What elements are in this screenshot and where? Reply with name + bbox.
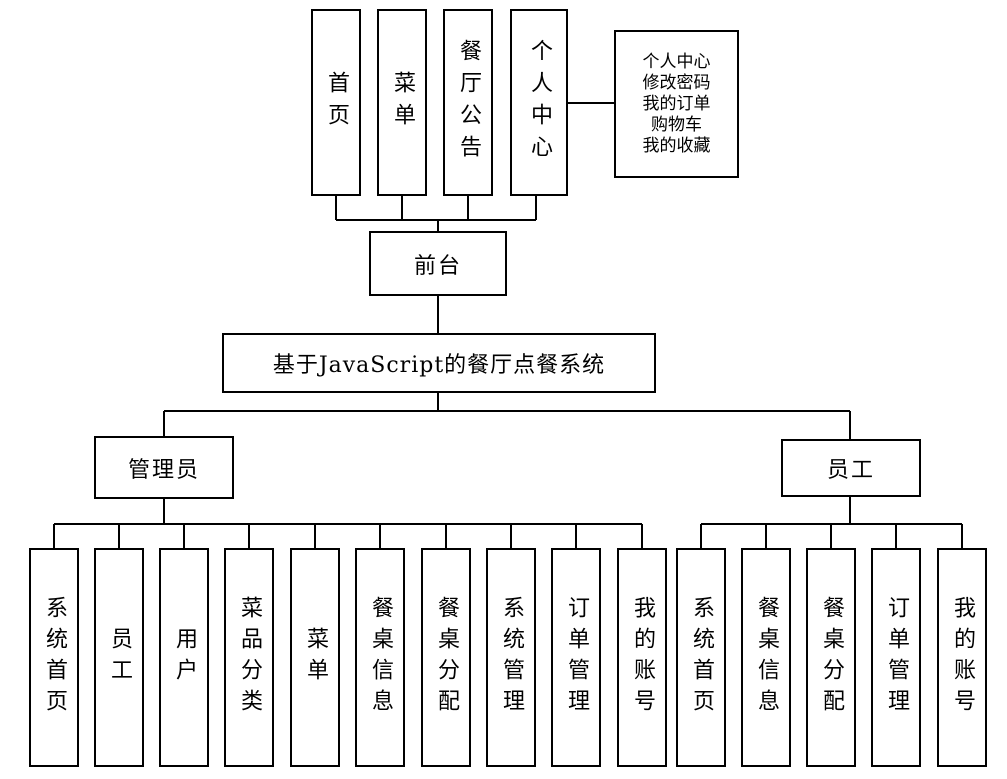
staff-module-label: 我的账号	[950, 595, 975, 720]
admin-module-system-management: 系统管理	[486, 548, 536, 767]
system-title: 基于JavaScript的餐厅点餐系统	[272, 353, 606, 378]
frontend-module-menu: 菜单	[377, 9, 427, 196]
staff-module-label: 餐桌分配	[819, 595, 844, 720]
frontend-module-label: 首页	[324, 70, 349, 135]
frontend-module-label: 菜单	[390, 70, 415, 135]
system-root-node: 基于JavaScript的餐厅点餐系统	[222, 333, 656, 393]
admin-module-table-assign: 餐桌分配	[421, 548, 471, 767]
staff-module-my-account: 我的账号	[937, 548, 987, 767]
admin-module-menu: 菜单	[290, 548, 340, 767]
frontend-module-label: 餐厅公告	[456, 38, 481, 167]
admin-module-dashboard: 系统首页	[29, 548, 79, 767]
staff-label: 员工	[826, 458, 875, 483]
admin-module-users: 用户	[159, 548, 209, 767]
staff-module-order-management: 订单管理	[871, 548, 921, 767]
admin-module-staff: 员工	[94, 548, 144, 767]
admin-module-order-management: 订单管理	[551, 548, 601, 767]
frontend-module-label: 个人中心	[527, 38, 552, 167]
staff-module-label: 餐桌信息	[754, 595, 779, 720]
admin-module-label: 菜单	[303, 626, 328, 689]
frontend-node: 前台	[369, 231, 507, 296]
staff-module-dashboard: 系统首页	[676, 548, 726, 767]
personal-center-items-box: 个人中心 修改密码 我的订单 购物车 我的收藏	[614, 30, 739, 178]
admin-module-label: 菜品分类	[237, 595, 262, 720]
admin-module-my-account: 我的账号	[617, 548, 667, 767]
staff-module-label: 订单管理	[884, 595, 909, 720]
staff-module-table-assign: 餐桌分配	[806, 548, 856, 767]
admin-module-label: 餐桌信息	[368, 595, 393, 720]
staff-node: 员工	[781, 439, 921, 497]
staff-module-label: 系统首页	[689, 595, 714, 720]
admin-module-table-info: 餐桌信息	[355, 548, 405, 767]
staff-module-table-info: 餐桌信息	[741, 548, 791, 767]
admin-label: 管理员	[127, 457, 200, 483]
admin-module-dish-category: 菜品分类	[224, 548, 274, 767]
admin-module-label: 系统首页	[42, 595, 67, 720]
admin-module-label: 餐桌分配	[434, 595, 459, 720]
frontend-module-personal-center: 个人中心	[510, 9, 568, 196]
admin-module-label: 系统管理	[499, 595, 524, 720]
admin-module-label: 员工	[107, 626, 132, 689]
admin-module-label: 订单管理	[564, 595, 589, 720]
admin-module-label: 用户	[172, 626, 197, 689]
frontend-module-home: 首页	[311, 9, 361, 196]
frontend-label: 前台	[413, 253, 462, 279]
admin-module-label: 我的账号	[630, 595, 655, 720]
admin-node: 管理员	[94, 436, 234, 499]
personal-center-items: 个人中心 修改密码 我的订单 购物车 我的收藏	[642, 51, 711, 156]
frontend-module-announcement: 餐厅公告	[443, 9, 493, 196]
